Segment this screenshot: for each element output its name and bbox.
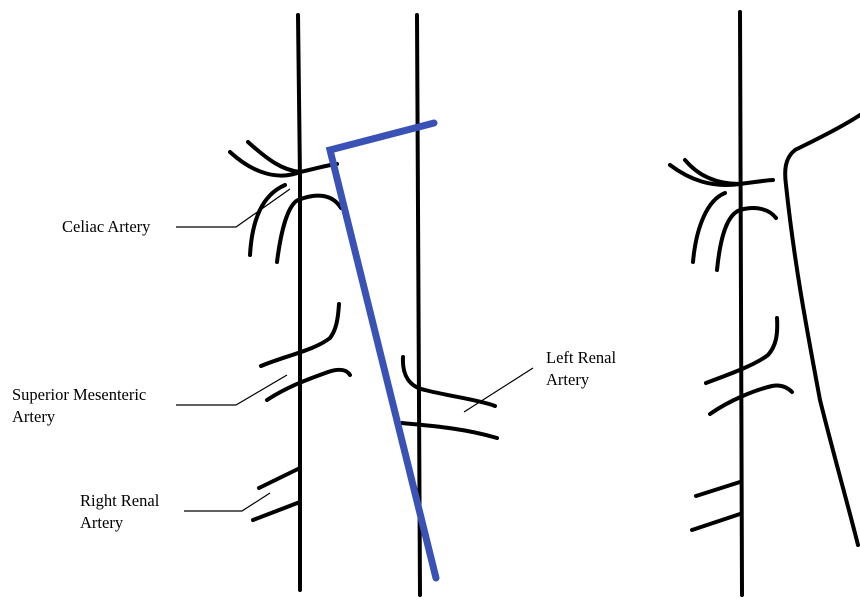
aorta-left-wall-right-drawing [740,12,742,595]
left-renal-artery-upper [403,357,495,406]
left-renal-leader-line [464,368,533,412]
celiac-artery-right-drawing-lower-right [717,208,776,270]
sma-label-line1: Superior Mesenteric [12,384,146,406]
left-renal-artery-lower [402,423,497,438]
left-renal-label-line1: Left Renal [546,347,616,369]
celiac-artery-upper [230,152,337,176]
aorta-right-wall-right-drawing [785,115,860,545]
left-renal-label-line2: Artery [546,369,616,391]
right-renal-artery-lower [253,502,300,520]
sma-label-line2: Artery [12,406,146,428]
celiac-artery-label: Celiac Artery [62,216,150,238]
right-renal-right-drawing-upper [696,482,740,496]
right-renal-artery-upper [259,468,300,488]
sma-leader-line [176,375,287,405]
right-renal-artery-label: Right Renal Artery [80,490,159,534]
left-renal-artery-label: Left Renal Artery [546,347,616,391]
right-renal-label-line2: Artery [80,512,159,534]
left-drawing [176,15,533,595]
right-drawing [670,12,860,595]
sma-right-drawing-lower [710,385,792,414]
celiac-artery-lower-right [277,196,341,262]
right-renal-label-line1: Right Renal [80,490,159,512]
superior-mesenteric-artery-label: Superior Mesenteric Artery [12,384,146,428]
right-renal-leader-line [184,493,270,511]
sma-lower [267,370,350,400]
celiac-artery-label-text: Celiac Artery [62,216,150,238]
right-renal-right-drawing-lower [692,514,740,530]
